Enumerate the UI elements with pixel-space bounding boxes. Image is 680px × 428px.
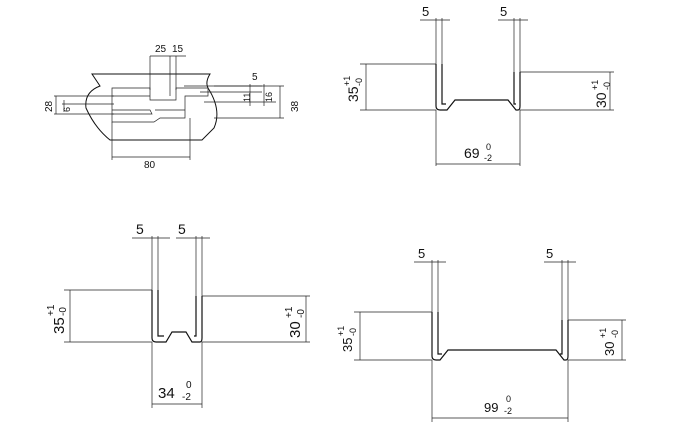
- dim-right-b: 11: [242, 93, 252, 102]
- width-tol-down: -2: [504, 406, 512, 416]
- width-tol-up: 0: [486, 142, 491, 152]
- dim-right-a: 5: [252, 72, 258, 83]
- height-right-tol2: -0: [296, 309, 307, 318]
- height-left-tol2: -0: [348, 328, 358, 336]
- width-tol-up: 0: [186, 380, 192, 391]
- dim-left-inner: 6: [62, 107, 72, 112]
- dim-top-b: 15: [172, 44, 184, 55]
- width-tol-down: -2: [182, 392, 191, 403]
- height-right: 30: [287, 321, 304, 338]
- height-right: 30: [602, 342, 617, 356]
- width: 99: [484, 400, 498, 415]
- height-right-tol: +1: [590, 80, 600, 90]
- width: 34: [158, 385, 175, 402]
- height-right-tol2: -0: [602, 82, 612, 90]
- height-left-tol: +1: [342, 76, 352, 86]
- height-right-tol: +1: [284, 306, 295, 318]
- dim-right-total: 38: [290, 100, 301, 112]
- flange-left: 5: [136, 221, 144, 237]
- profile-bottom-left: 5 5 35 +1 -0 30 +1 -0 34 0 -2: [46, 221, 310, 408]
- profile-shape: [151, 290, 203, 343]
- width-tol-down: -2: [484, 153, 492, 163]
- profile-top-right: 5 5 35 +1 -0 30 +1 -0 69 0 -2: [342, 4, 614, 166]
- roller-section: 25 15 5 11 16 38 28 6 80: [44, 44, 301, 171]
- profile-shape: [435, 64, 521, 111]
- flange-right: 5: [178, 221, 186, 237]
- height-left: 35: [340, 338, 355, 352]
- flange-left: 5: [418, 246, 425, 261]
- roller-cavity: [111, 87, 209, 123]
- dim-right-c: 16: [264, 92, 274, 102]
- height-left: 35: [51, 317, 68, 334]
- profile-bottom-right: 5 5 35 +1 -0 30 +1 -0 99 0 -2: [336, 246, 626, 422]
- height-left-tol: +1: [46, 304, 57, 316]
- height-left: 35: [345, 86, 361, 102]
- flange-right: 5: [546, 246, 553, 261]
- height-left-tol: +1: [336, 326, 346, 336]
- roller-outline: [85, 73, 218, 141]
- height-left-tol2: -0: [58, 307, 69, 316]
- height-right: 30: [593, 92, 609, 108]
- flange-left: 5: [422, 4, 429, 19]
- height-right-tol2: -0: [610, 330, 620, 338]
- flange-right: 5: [500, 4, 507, 19]
- profile-shape: [431, 312, 569, 361]
- width: 69: [464, 145, 480, 161]
- dim-bottom: 80: [144, 160, 156, 171]
- height-right-tol: +1: [598, 328, 608, 338]
- dim-top-a: 25: [155, 44, 167, 55]
- height-left-tol2: -0: [354, 78, 364, 86]
- dim-left-total: 28: [44, 100, 55, 112]
- width-tol-up: 0: [506, 394, 511, 404]
